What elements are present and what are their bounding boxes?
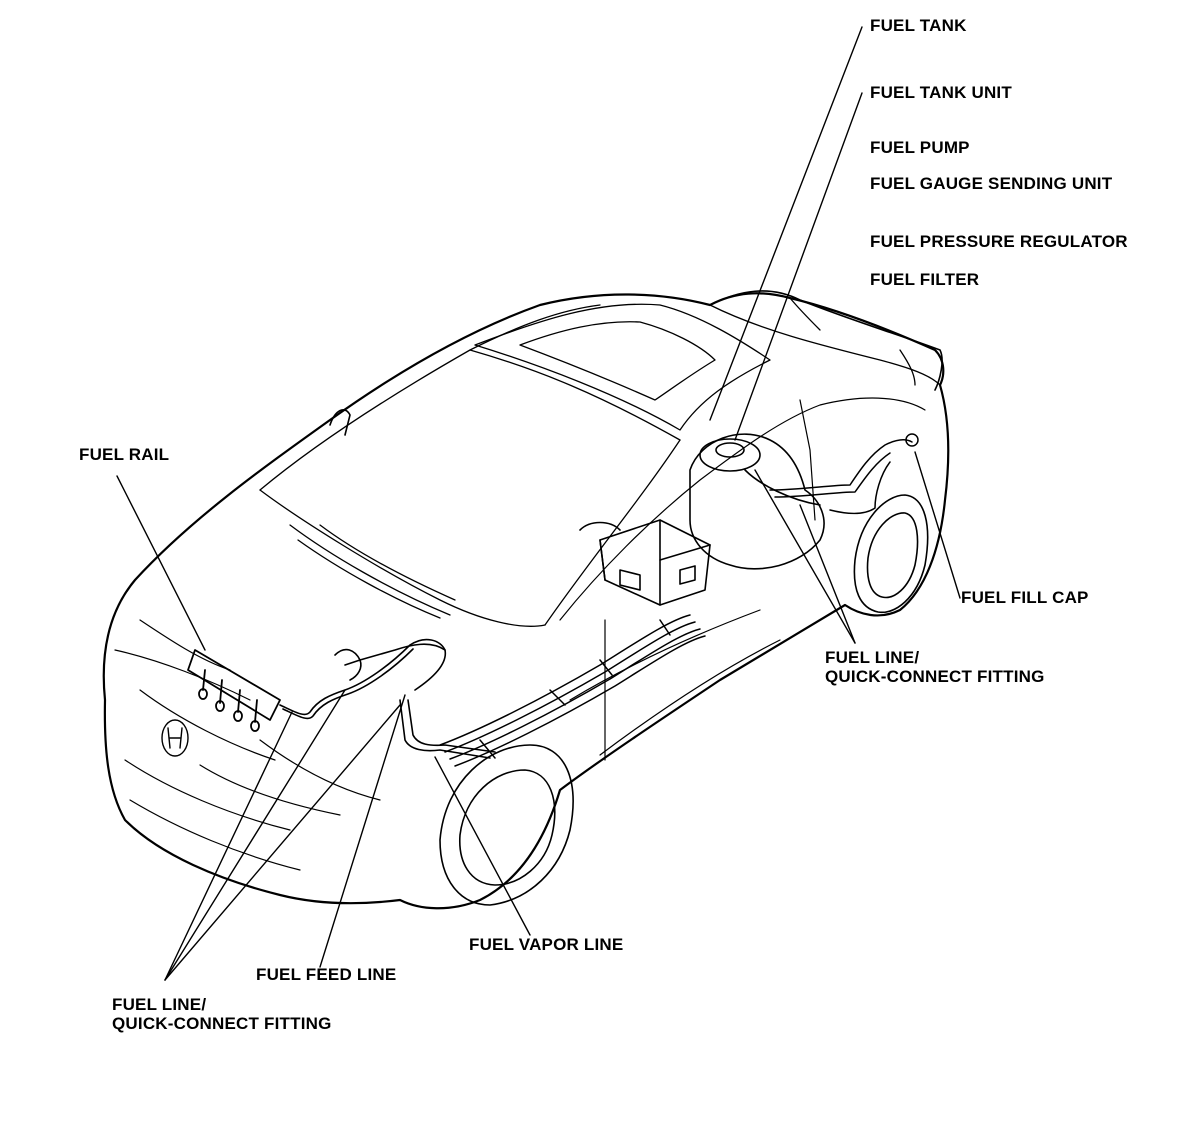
leader-lines <box>116 26 961 981</box>
label-fuel-vapor-line: FUEL VAPOR LINE <box>469 935 624 954</box>
fuel-lines-underbody <box>439 614 706 767</box>
label-fuel-feed-line: FUEL FEED LINE <box>256 965 397 984</box>
front-fascia <box>114 619 381 871</box>
label-fuel-pressure-regulator: FUEL PRESSURE REGULATOR <box>870 232 1128 251</box>
label-fuel-line-rear-2: QUICK-CONNECT FITTING <box>825 667 1045 686</box>
car-body-outline <box>102 292 950 910</box>
label-fuel-filter: FUEL FILTER <box>870 270 980 289</box>
label-fuel-tank-unit: FUEL TANK UNIT <box>870 83 1012 102</box>
label-fuel-line-front-1: FUEL LINE/ <box>112 995 207 1014</box>
rear-spoiler <box>709 290 943 391</box>
evap-canister <box>579 519 711 606</box>
honda-logo <box>161 719 189 757</box>
label-fuel-line-front-2: QUICK-CONNECT FITTING <box>112 1014 332 1033</box>
label-fuel-pump: FUEL PUMP <box>870 138 970 157</box>
fuel-rail <box>187 649 281 732</box>
label-fuel-fill-cap: FUEL FILL CAP <box>961 588 1089 607</box>
fuel-filler-neck <box>769 433 919 515</box>
rear-wheel <box>853 494 929 614</box>
fuel-tank <box>689 433 825 570</box>
roof-windshield <box>259 297 941 627</box>
side-window-doors <box>559 397 926 761</box>
label-fuel-rail: FUEL RAIL <box>79 445 170 464</box>
label-fuel-line-rear-1: FUEL LINE/ <box>825 648 920 667</box>
side-mirror <box>329 409 351 436</box>
label-fuel-gauge-sending-unit: FUEL GAUGE SENDING UNIT <box>870 174 1113 193</box>
label-fuel-tank: FUEL TANK <box>870 16 967 35</box>
fuel-lines-front <box>279 638 496 759</box>
